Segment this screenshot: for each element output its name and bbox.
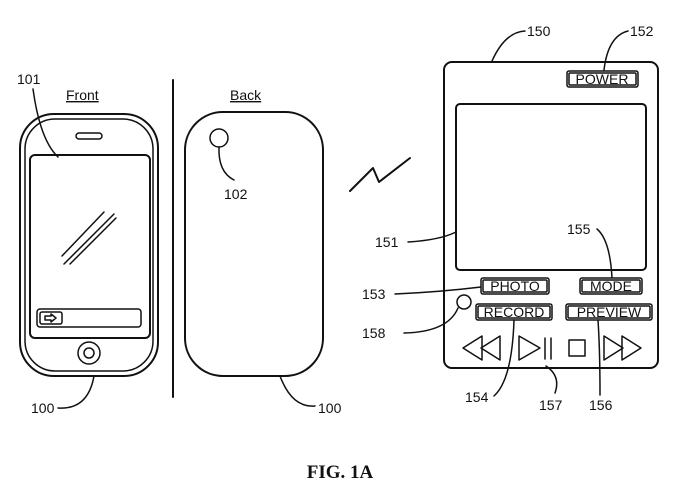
slider-knob (39, 311, 63, 325)
leader-100-back (279, 375, 316, 407)
record-label: RECORD (484, 304, 545, 320)
phone-front (19, 113, 159, 377)
home-button-inner (83, 347, 95, 359)
transport-controls (462, 335, 642, 361)
home-button (77, 341, 101, 365)
photo-button[interactable]: PHOTO (480, 277, 550, 295)
ref-102: 102 (224, 186, 248, 202)
rewind-icon[interactable] (462, 335, 483, 361)
leader-152 (603, 30, 629, 71)
screen-glare-line (69, 217, 117, 265)
play-icon[interactable] (518, 335, 541, 361)
leader-158 (403, 307, 459, 334)
ref-152: 152 (630, 23, 654, 39)
remote-display (455, 103, 647, 271)
photo-label: PHOTO (490, 278, 540, 294)
front-screen (29, 154, 151, 339)
ref-154: 154 (465, 389, 489, 405)
ref-157: 157 (539, 397, 563, 413)
leader-153 (394, 286, 482, 295)
ref-158: 158 (362, 325, 386, 341)
ref-101: 101 (17, 71, 41, 87)
phone-back (184, 111, 324, 377)
leader-151 (407, 231, 457, 243)
ref-100-back: 100 (318, 400, 342, 416)
wireless-link-icon (349, 157, 411, 192)
ref-100-front: 100 (31, 400, 55, 416)
mode-label: MODE (590, 278, 632, 294)
leader-155 (596, 228, 613, 279)
ref-155: 155 (567, 221, 591, 237)
right-arrow-icon (44, 313, 57, 323)
preview-label: PREVIEW (577, 304, 642, 320)
ref-156: 156 (589, 397, 613, 413)
indicator-light (456, 294, 472, 310)
stop-icon[interactable] (568, 339, 586, 357)
leader-154 (493, 319, 515, 397)
ref-153: 153 (362, 286, 386, 302)
leader-150 (491, 30, 526, 62)
leader-102 (218, 146, 235, 181)
preview-button[interactable]: PREVIEW (565, 303, 653, 321)
ref-150: 150 (527, 23, 551, 39)
leader-156 (597, 319, 601, 396)
remote-device (443, 61, 659, 369)
power-button[interactable]: POWER (566, 70, 639, 88)
screen-glare-line (61, 211, 105, 257)
unlock-slider (36, 308, 142, 328)
record-button[interactable]: RECORD (475, 303, 553, 321)
camera-lens (209, 128, 229, 148)
mode-button[interactable]: MODE (579, 277, 643, 295)
leader-100-front (57, 375, 95, 409)
leader-157 (545, 365, 558, 394)
front-header: Front (66, 87, 99, 103)
screen-glare-line (63, 213, 115, 265)
back-header: Back (230, 87, 262, 103)
figure-caption: FIG. 1A (307, 462, 374, 483)
speaker-slot (75, 132, 103, 140)
leader-101 (32, 88, 59, 158)
fast-forward-icon[interactable] (603, 335, 624, 361)
power-label: POWER (576, 71, 629, 87)
ref-151: 151 (375, 234, 399, 250)
